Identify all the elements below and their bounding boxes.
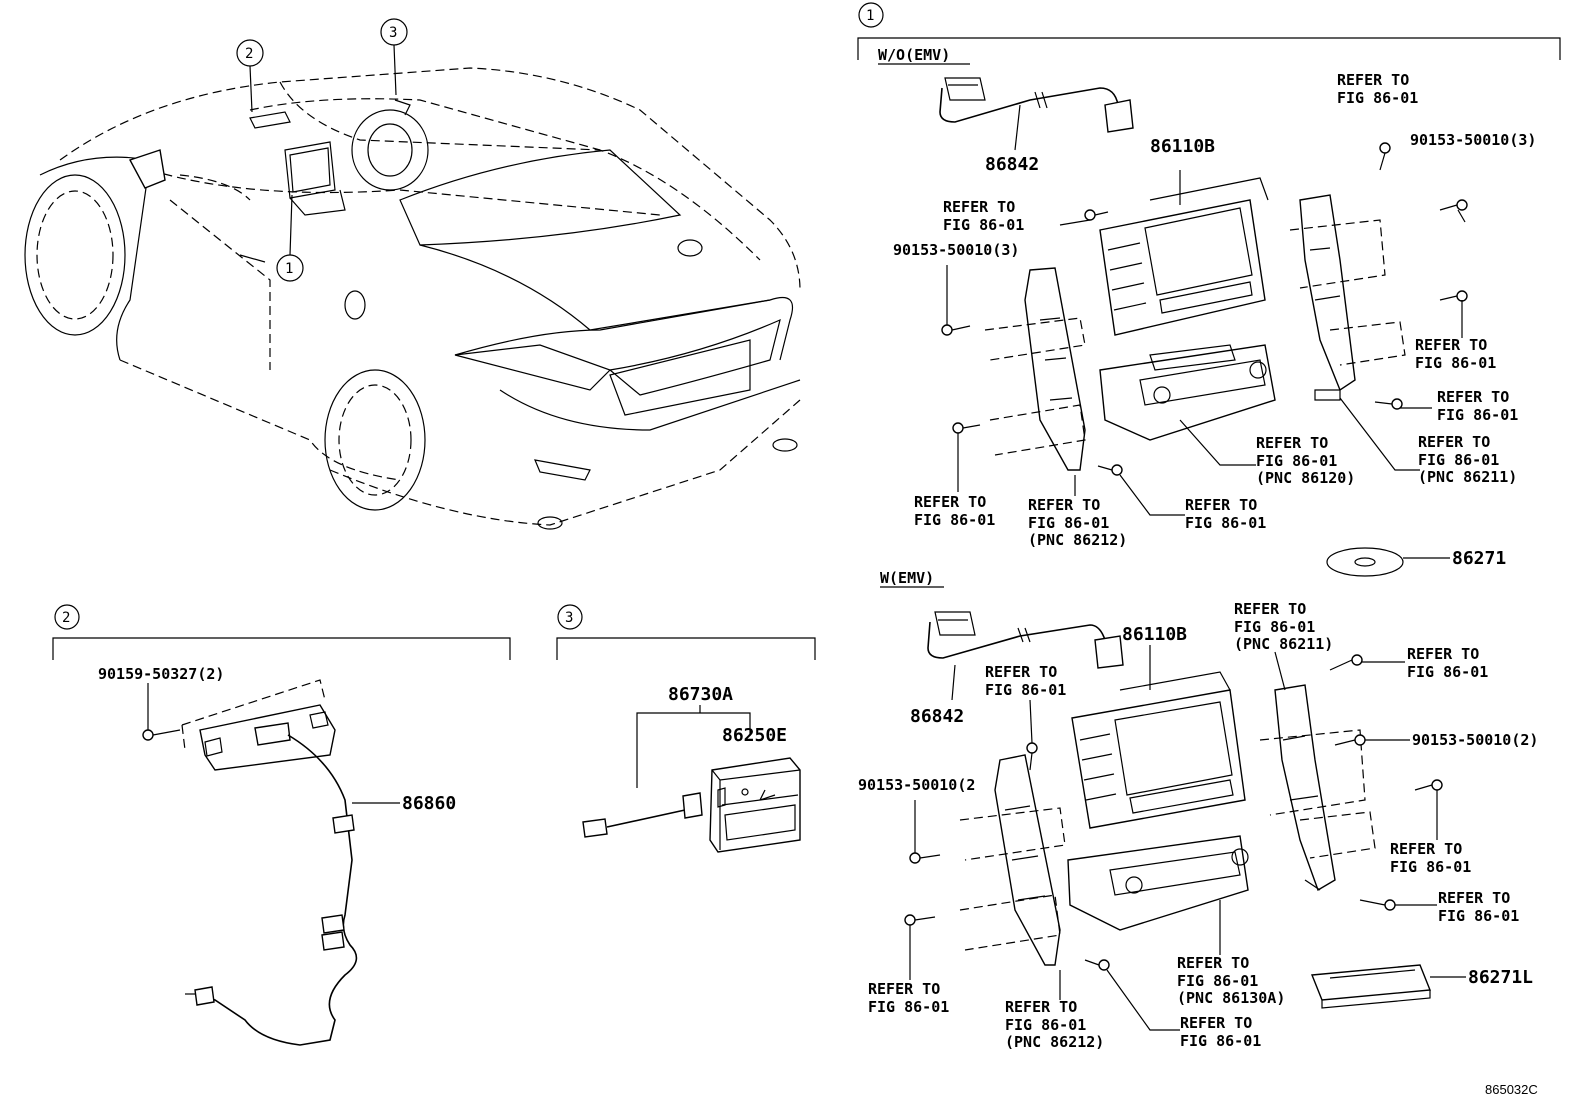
bolt-icon xyxy=(1084,209,1109,221)
wo-86271: 86271 xyxy=(1452,548,1506,569)
w-ref-bl-1: REFER TO xyxy=(868,980,940,998)
w-bolt-left: 90153-50010(2 xyxy=(858,776,975,794)
w-labels: 86842 86110B REFER TO FIG 86-01 (PNC 862… xyxy=(858,600,1538,1051)
w-ref-r2-2: FIG 86-01 xyxy=(1438,907,1519,925)
w-86271l: 86271L xyxy=(1468,967,1533,988)
w-ref-c-3: (PNC 86130A) xyxy=(1177,989,1285,1007)
callout-1-text: 1 xyxy=(285,261,293,277)
w-86110b: 86110B xyxy=(1122,624,1187,645)
car-illustration xyxy=(24,67,801,530)
wo-ref-r3-1: REFER TO xyxy=(1418,433,1490,451)
w-ref-br-2: FIG 86-01 xyxy=(1180,1032,1261,1050)
bolt-icon xyxy=(909,852,941,864)
wo-ref-bl-1: REFER TO xyxy=(914,493,986,511)
figure-id: 865032C xyxy=(1485,1082,1538,1097)
w-ref-bm-1: REFER TO xyxy=(1005,998,1077,1016)
s2-bolt-label: 90159-50327(2) xyxy=(98,665,224,683)
w-ref-r1-2: FIG 86-01 xyxy=(1390,858,1471,876)
w-ref-c-1: REFER TO xyxy=(1177,954,1249,972)
bolt-icon xyxy=(142,729,181,741)
w-ref-c-2: FIG 86-01 xyxy=(1177,972,1258,990)
bolt-icon xyxy=(1374,398,1403,410)
bolt-icon xyxy=(1084,959,1110,971)
module-86271l: 86271L xyxy=(1311,964,1533,1009)
wo-ref-left-2: FIG 86-01 xyxy=(943,216,1024,234)
wo-ref-top-right-2: FIG 86-01 xyxy=(1337,89,1418,107)
w-ref-br-1: REFER TO xyxy=(1180,1014,1252,1032)
wo-ref-r3-3: (PNC 86211) xyxy=(1418,468,1517,486)
bolt-icon xyxy=(1359,899,1396,911)
bolt-icon xyxy=(1097,464,1123,476)
w-emv-assembly xyxy=(904,611,1443,1031)
section-2: 2 90159-50327(2) 86860 xyxy=(52,604,511,1046)
bolt-icon xyxy=(1334,734,1366,746)
w-ref-bl-2: FIG 86-01 xyxy=(868,998,949,1016)
w-bolt-right: 90153-50010(2) xyxy=(1412,731,1538,749)
wo-ref-bl-2: FIG 86-01 xyxy=(914,511,995,529)
bolt-icon xyxy=(952,422,981,434)
callout-2-text: 2 xyxy=(245,46,253,62)
w-ref-bm-2: FIG 86-01 xyxy=(1005,1016,1086,1034)
w-ref-tr-1: REFER TO xyxy=(1234,600,1306,618)
bolt-icon xyxy=(904,914,936,926)
w-86842: 86842 xyxy=(910,706,964,727)
bolt-icon xyxy=(941,324,971,336)
s3-86250e: 86250E xyxy=(722,725,787,746)
w-ref-bm-3: (PNC 86212) xyxy=(1005,1033,1104,1051)
wo-emv-assembly xyxy=(939,77,1468,516)
wo-ref-r1-2: FIG 86-01 xyxy=(1415,354,1496,372)
callout-3-text: 3 xyxy=(389,25,397,41)
s3-86730a: 86730A xyxy=(668,684,733,705)
s2-86860: 86860 xyxy=(402,793,456,814)
wo-emv-label: W/O(EMV) xyxy=(878,46,950,64)
wo-ref-c-1: REFER TO xyxy=(1256,434,1328,452)
disc-86271: 86271 xyxy=(1326,547,1506,577)
bolt-icon xyxy=(1026,742,1038,771)
car-callout-1: 1 xyxy=(276,194,304,282)
w-ref-tr-3: (PNC 86211) xyxy=(1234,635,1333,653)
wo-labels: 86842 86110B REFER TO FIG 86-01 90153-50… xyxy=(893,71,1536,549)
wo-ref-bm-1: REFER TO xyxy=(1028,496,1100,514)
w-ref-r0-2: FIG 86-01 xyxy=(1407,663,1488,681)
car-callout-3: 3 xyxy=(380,18,408,96)
bolt-icon xyxy=(1439,199,1468,211)
bolt-icon xyxy=(1329,654,1363,671)
w-ref-r0-1: REFER TO xyxy=(1407,645,1479,663)
wo-ref-br-2: FIG 86-01 xyxy=(1185,514,1266,532)
w-ref-r1-1: REFER TO xyxy=(1390,840,1462,858)
w-emv-label: W(EMV) xyxy=(880,569,934,587)
bolt-icon xyxy=(1414,779,1443,791)
wo-ref-r1-1: REFER TO xyxy=(1415,336,1487,354)
wo-ref-r3-2: FIG 86-01 xyxy=(1418,451,1499,469)
section-1-callout: 1 xyxy=(866,8,874,24)
wo-ref-r2-2: FIG 86-01 xyxy=(1437,406,1518,424)
w-ref-l-2: FIG 86-01 xyxy=(985,681,1066,699)
section-3: 3 86730A 86250E xyxy=(556,604,816,853)
w-ref-r2-1: REFER TO xyxy=(1438,889,1510,907)
wo-ref-bm-3: (PNC 86212) xyxy=(1028,531,1127,549)
wo-ref-c-2: FIG 86-01 xyxy=(1256,452,1337,470)
section-1-header: 1 xyxy=(857,2,1561,60)
wo-ref-c-3: (PNC 86120) xyxy=(1256,469,1355,487)
wo-ref-br-1: REFER TO xyxy=(1185,496,1257,514)
wo-ref-r2-1: REFER TO xyxy=(1437,388,1509,406)
section-3-callout: 3 xyxy=(565,610,573,626)
wo-ref-bm-2: FIG 86-01 xyxy=(1028,514,1109,532)
bolt-icon xyxy=(1439,290,1468,302)
w-ref-l-1: REFER TO xyxy=(985,663,1057,681)
car-callout-2: 2 xyxy=(236,39,264,113)
section-2-callout: 2 xyxy=(62,610,70,626)
wo-bolt-left: 90153-50010(3) xyxy=(893,241,1019,259)
wo-ref-left-1: REFER TO xyxy=(943,198,1015,216)
wo-bolt-right: 90153-50010(3) xyxy=(1410,131,1536,149)
wo-86110b: 86110B xyxy=(1150,136,1215,157)
wo-ref-top-right-1: REFER TO xyxy=(1337,71,1409,89)
bolt-icon xyxy=(1379,142,1391,171)
w-ref-tr-2: FIG 86-01 xyxy=(1234,618,1315,636)
wo-86842: 86842 xyxy=(985,154,1039,175)
